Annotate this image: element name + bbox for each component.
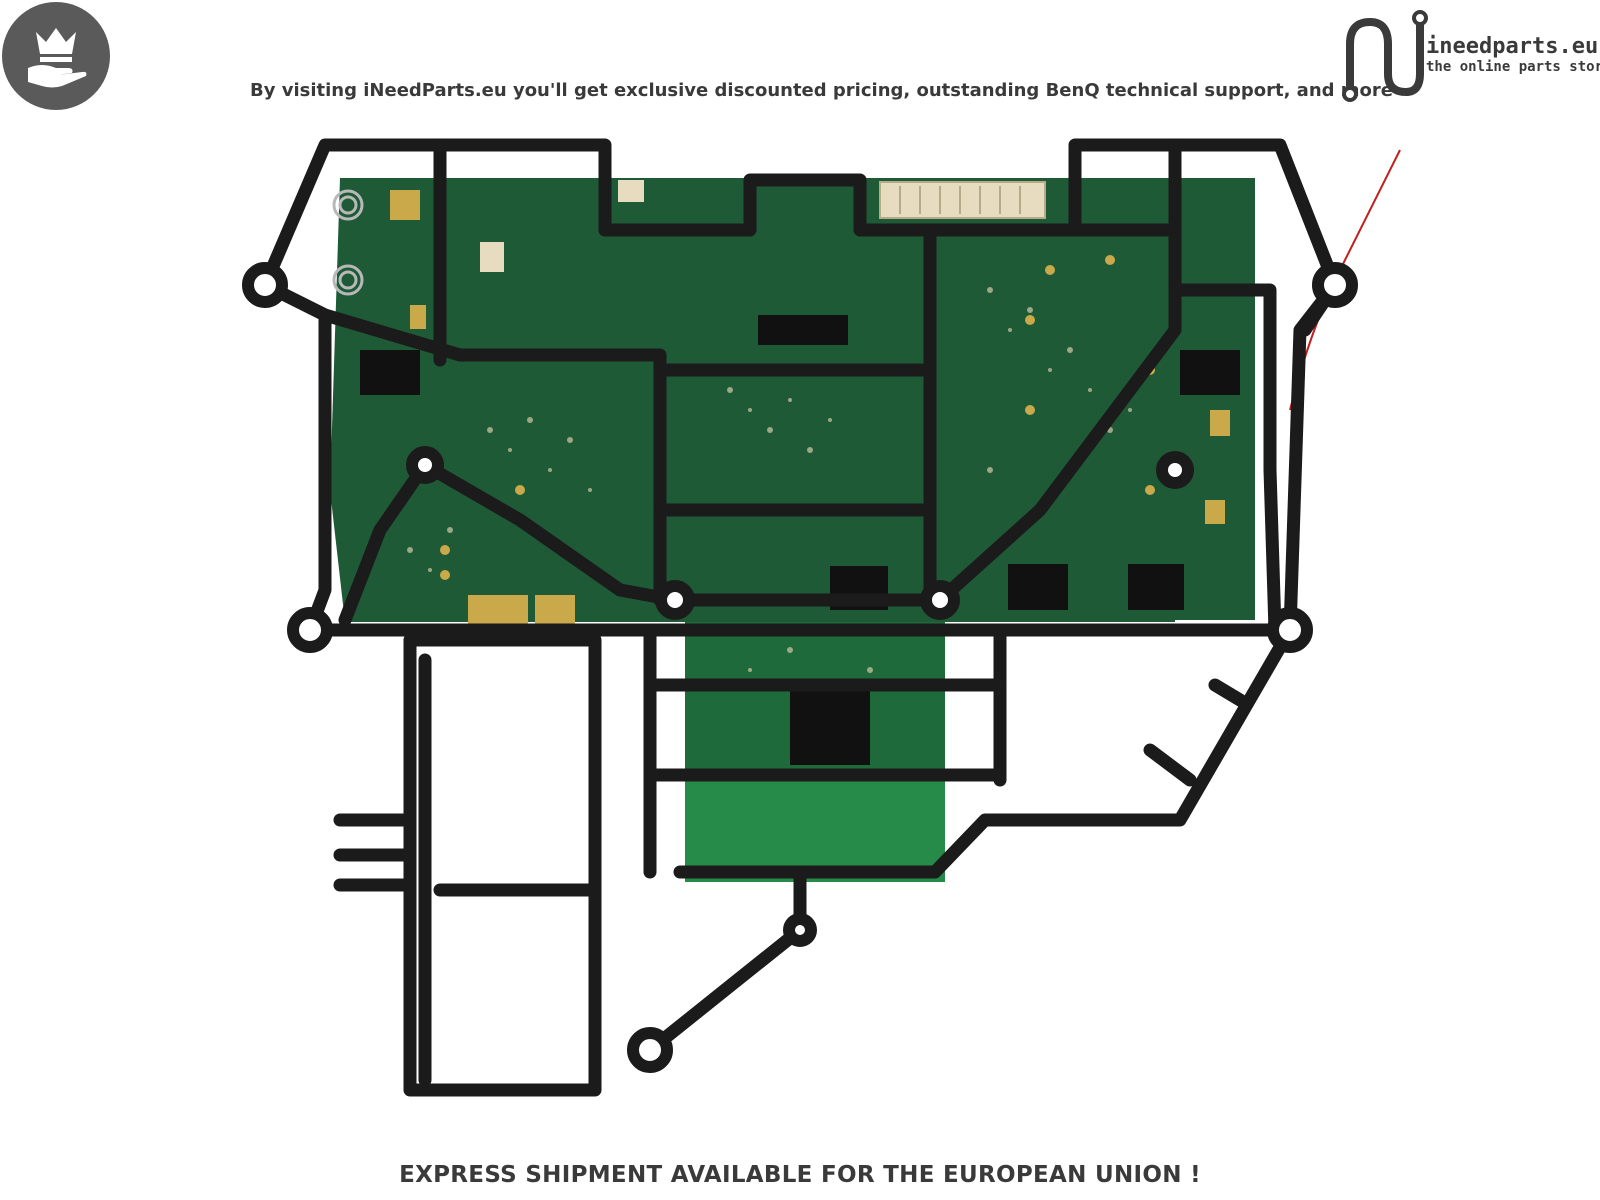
ribbon-connector — [879, 181, 1046, 219]
shipping-banner: EXPRESS SHIPMENT AVAILABLE FOR THE EUROP… — [399, 1162, 1201, 1188]
pcb-board-photo — [242, 138, 1401, 1097]
crown-on-hand-icon — [28, 28, 87, 88]
small-connector-2 — [480, 242, 504, 272]
promo-tagline: By visiting iNeedParts.eu you'll get exc… — [250, 80, 1393, 101]
battery-springs — [332, 189, 364, 296]
main-pcb — [330, 178, 1255, 882]
logo-name: ineedparts.eu — [1426, 34, 1599, 59]
smd-components — [407, 287, 1132, 753]
small-connector — [618, 180, 644, 202]
gold-pads — [390, 190, 1230, 580]
logo-subtitle: the online parts store — [1426, 59, 1600, 75]
circuit-n-logo-icon — [1342, 10, 1428, 102]
crown-hand-badge — [2, 2, 110, 110]
black-connectors — [360, 315, 1240, 765]
ineedparts-logo[interactable]: ineedparts.eu the online parts store — [1340, 4, 1600, 104]
mount-rings — [242, 262, 1358, 1073]
